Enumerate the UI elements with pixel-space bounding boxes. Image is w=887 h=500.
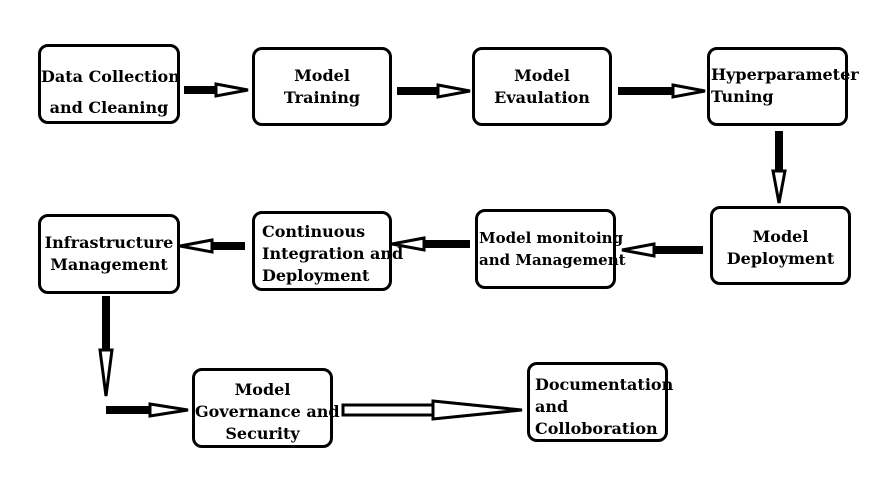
edge-ci-cd-to-infrastructure-management xyxy=(179,238,245,254)
node-documentation-label: Documentation and Colloboration xyxy=(535,375,674,438)
node-model-monitoring-label: Model monitoing and Management xyxy=(479,229,626,269)
node-infrastructure-management-label: Infrastructure Management xyxy=(44,233,174,274)
node-data-collection-label: Data Collection and Cleaning xyxy=(41,67,180,117)
edge-hyperparameter-tuning-to-model-deployment xyxy=(771,131,787,204)
edge-model-deployment-to-model-monitoring xyxy=(621,242,703,258)
edge-model-evaluation-to-hyperparameter-tuning xyxy=(618,83,706,99)
edge-model-training-to-model-evaluation xyxy=(397,83,471,99)
node-ci-cd: Continuous Integration and Deployment xyxy=(252,211,403,291)
node-model-evaluation: Model Evaulation xyxy=(472,47,612,126)
node-model-deployment-label: Model Deployment xyxy=(726,227,835,268)
edge-data-collection-to-model-training xyxy=(184,82,249,98)
node-model-evaluation-label: Model Evaulation xyxy=(494,66,590,107)
edge-governance-security-to-documentation xyxy=(341,399,523,421)
node-model-training: Model Training xyxy=(252,47,392,126)
node-model-deployment: Model Deployment xyxy=(710,206,851,285)
node-hyperparameter-tuning-label: Hyperparameter Tuning xyxy=(711,65,859,106)
node-governance-security: Model Governance and Security xyxy=(192,368,340,448)
node-model-training-label: Model Training xyxy=(283,66,361,107)
edge-model-monitoring-to-ci-cd xyxy=(391,236,470,252)
node-infrastructure-management: Infrastructure Management xyxy=(38,214,180,294)
edge-infrastructure-management-to-governance-security xyxy=(98,296,189,418)
node-ci-cd-label: Continuous Integration and Deployment xyxy=(262,222,404,285)
node-governance-security-label: Model Governance and Security xyxy=(195,380,340,443)
node-model-monitoring: Model monitoing and Management xyxy=(475,209,626,289)
node-data-collection: Data Collection and Cleaning xyxy=(38,44,180,124)
node-hyperparameter-tuning: Hyperparameter Tuning xyxy=(707,47,859,126)
node-documentation: Documentation and Colloboration xyxy=(527,362,673,442)
